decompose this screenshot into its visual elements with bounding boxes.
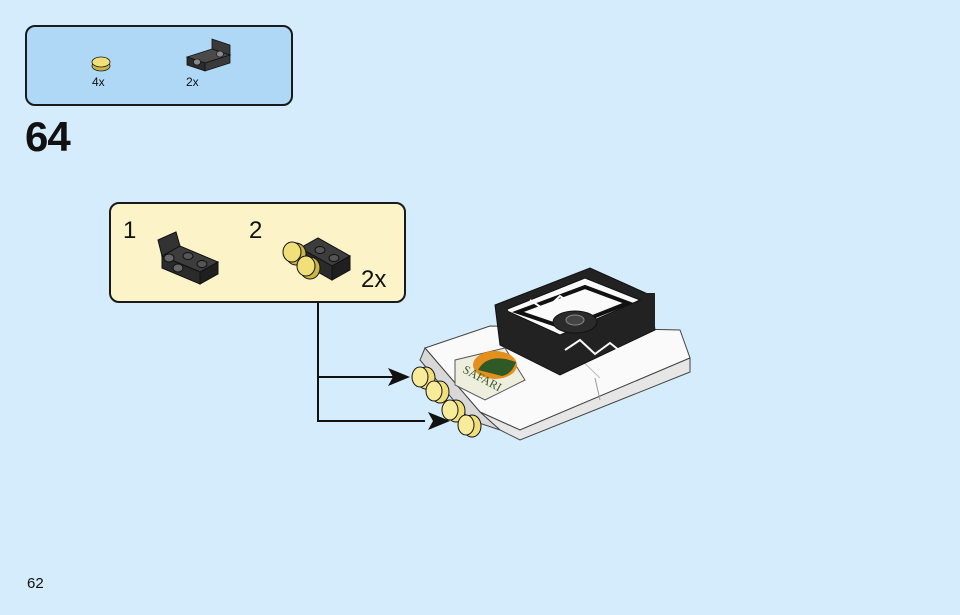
substep-1-number: 1 [123,217,137,244]
part-count-bracket: 2x [186,75,199,89]
substep-2-number: 2 [249,217,263,244]
part-count-plate: 4x [92,75,105,89]
main-model: SAFARI [411,267,691,441]
substep-multiplier: 2x [361,266,387,293]
page-number: 62 [27,575,44,592]
step-number: 64 [25,113,71,160]
parts-illustration [91,38,232,72]
safari-decal [454,347,526,401]
substep-2-bracket [282,237,352,281]
attached-plates [411,366,482,438]
parts-list-box: 4x 2x [25,25,293,106]
connector-arrows [317,303,425,422]
arrow-head-icon [428,412,450,430]
subassembly-box: 1 2 2x [109,202,406,303]
bracket-icon [185,38,232,72]
arrow-head-icon [388,368,410,386]
substep-1-bracket [157,231,220,285]
round-plate-icon [91,56,111,72]
